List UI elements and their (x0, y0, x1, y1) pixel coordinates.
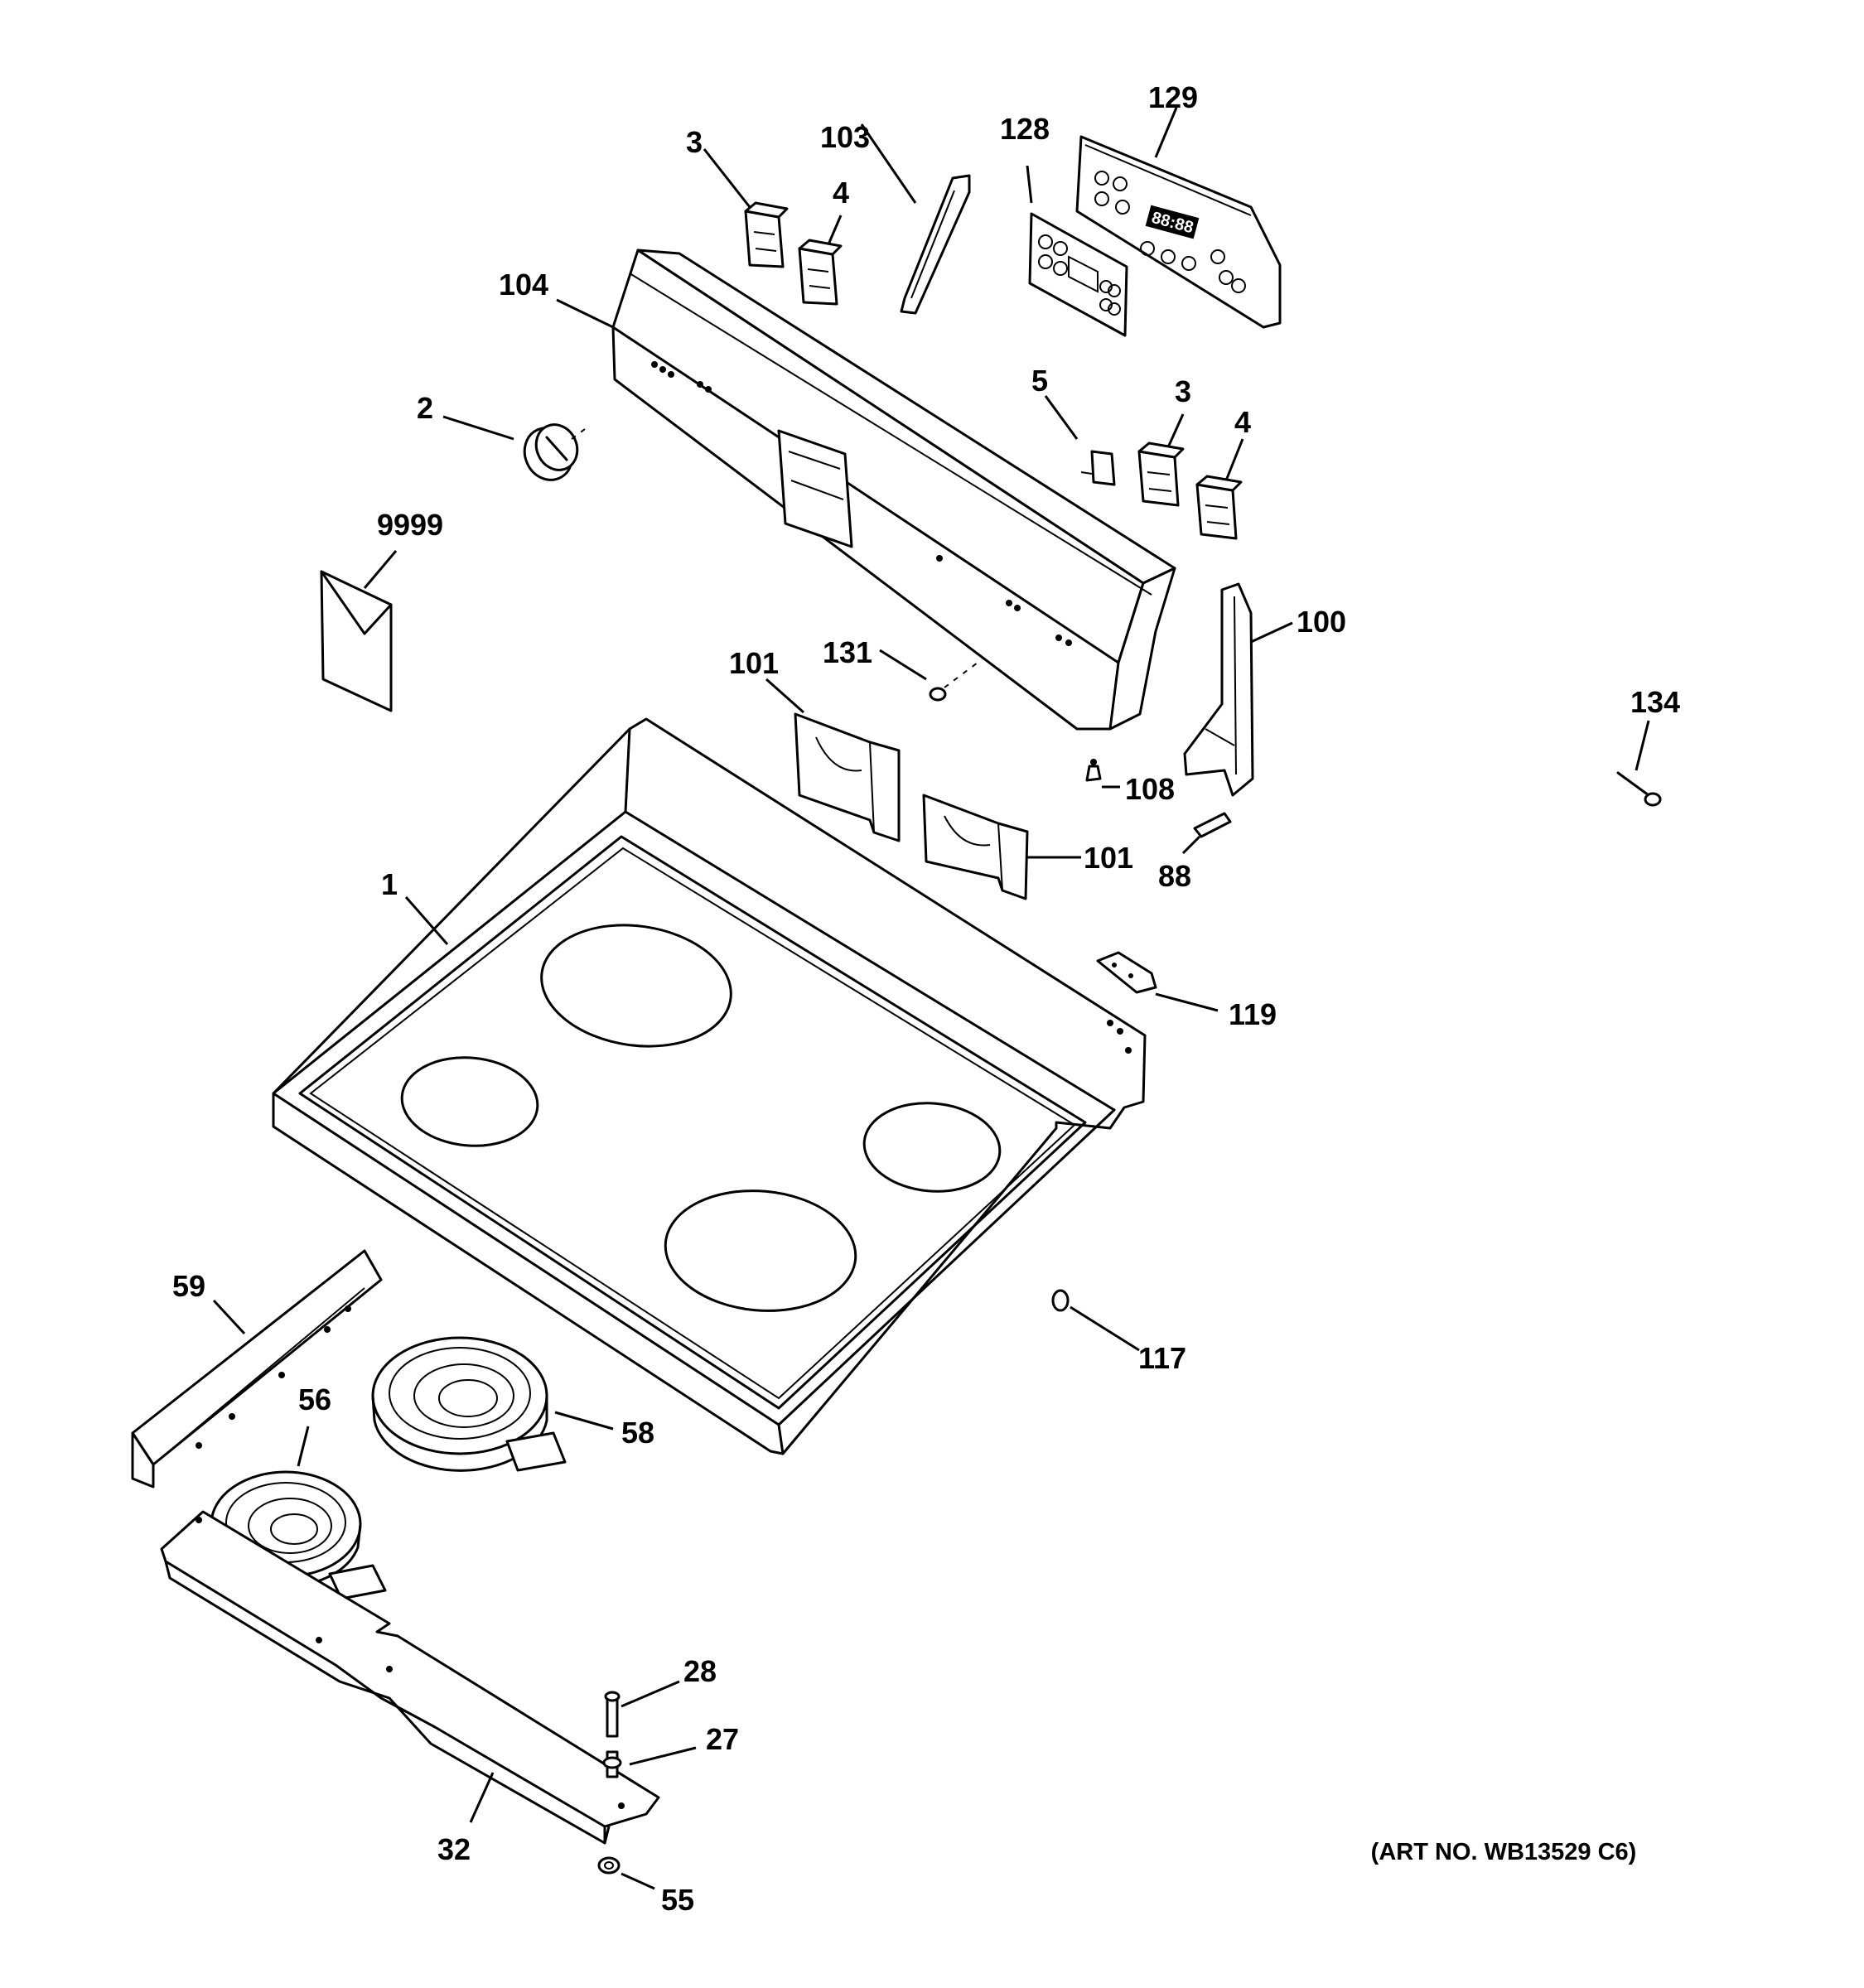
label-100: 100 (1297, 605, 1346, 639)
label-3-right: 3 (1175, 374, 1191, 408)
leader-lines (212, 107, 1650, 1890)
label-131: 131 (823, 635, 872, 669)
label-101-right: 101 (1084, 841, 1133, 875)
radiant-element-58 (371, 1336, 567, 1472)
control-knob (523, 423, 589, 481)
bracket-strip (900, 174, 971, 315)
cooktop-main-top (272, 717, 1147, 1455)
label-104: 104 (499, 268, 548, 302)
label-88: 88 (1158, 859, 1191, 893)
label-101-left: 101 (729, 646, 779, 680)
label-5: 5 (1031, 364, 1048, 398)
label-128: 128 (1000, 112, 1050, 146)
burner-zone-rear-right (862, 1102, 1002, 1193)
screw-131 (929, 662, 978, 702)
bracket-101-right (922, 794, 1029, 900)
keypad-overlay (1028, 212, 1128, 337)
backsplash-housing (611, 248, 1176, 731)
bracket-101-left (794, 712, 901, 842)
label-4-right: 4 (1234, 405, 1251, 439)
infinite-switch-4-right (1195, 475, 1243, 540)
label-2: 2 (417, 391, 433, 425)
label-58: 58 (621, 1416, 654, 1450)
label-117: 117 (1138, 1341, 1186, 1375)
nut-55 (597, 1856, 621, 1875)
infinite-switch-3-top (744, 201, 789, 268)
literature-envelope (320, 570, 393, 712)
label-32: 32 (437, 1832, 471, 1866)
label-119: 119 (1229, 997, 1277, 1031)
clip-119 (1096, 951, 1157, 994)
stud-28 (604, 1691, 621, 1738)
label-108: 108 (1125, 772, 1175, 806)
label-9999: 9999 (377, 508, 443, 542)
end-cap (1183, 582, 1254, 797)
plug-88 (1193, 812, 1232, 838)
control-board: 88:88 (1075, 135, 1282, 329)
nut-27 (602, 1750, 622, 1778)
label-129: 129 (1148, 80, 1198, 114)
screw-108 (1085, 759, 1102, 782)
label-28: 28 (683, 1654, 717, 1688)
label-27: 27 (706, 1722, 739, 1756)
angle-bracket-59 (131, 1249, 383, 1489)
label-55: 55 (661, 1883, 694, 1917)
callout-labels: 129 128 103 3 4 104 2 9999 5 3 4 100 131… (172, 80, 1680, 1917)
label-1: 1 (381, 867, 398, 901)
burner-zone-front-left (400, 1056, 539, 1147)
label-103: 103 (820, 120, 870, 154)
burner-support-32 (160, 1510, 660, 1845)
label-56: 56 (298, 1382, 331, 1416)
infinite-switch-3-right (1137, 442, 1185, 507)
label-3-top: 3 (686, 125, 703, 159)
screw-134 (1616, 771, 1662, 807)
burner-zone-rear-left (540, 924, 732, 1048)
art-number: (ART NO. WB13529 C6) (1371, 1839, 1637, 1865)
burner-zone-front-right (664, 1189, 857, 1312)
switch-5 (1080, 450, 1116, 486)
nut-117 (1051, 1289, 1070, 1312)
label-4-top: 4 (833, 176, 849, 210)
label-134: 134 (1630, 685, 1680, 719)
label-59: 59 (172, 1269, 205, 1303)
infinite-switch-4-top (798, 239, 843, 306)
